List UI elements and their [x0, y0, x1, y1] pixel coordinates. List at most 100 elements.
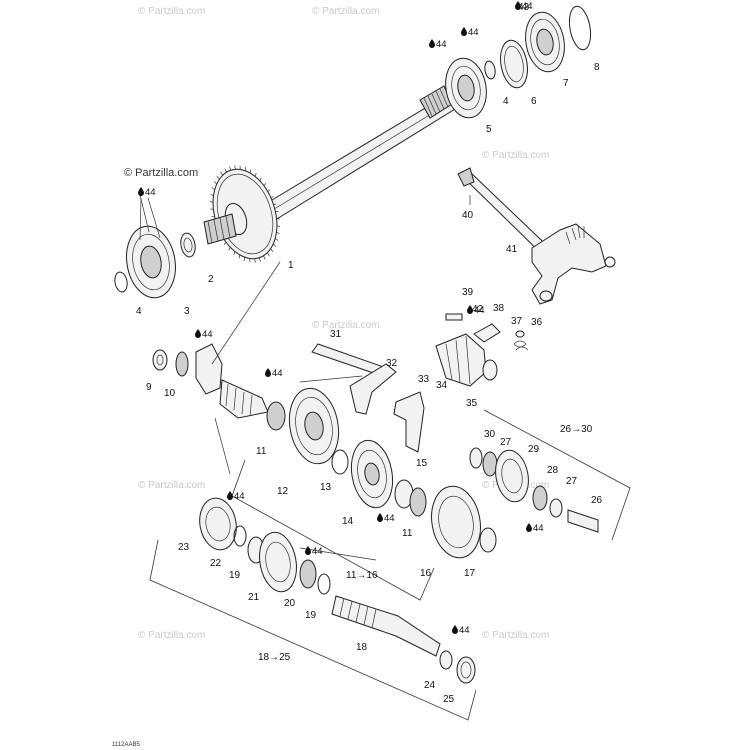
- part-number-36: 36: [531, 317, 543, 328]
- part-number-25: 25: [443, 694, 455, 705]
- washer: [180, 232, 196, 258]
- shift-forks-group: [311, 343, 425, 453]
- part-number-10: 10: [164, 388, 176, 399]
- spacer: [175, 351, 189, 377]
- shift-fork: [349, 363, 397, 415]
- watermark: © Partzilla.com: [482, 150, 549, 161]
- washer: [549, 498, 563, 518]
- part-number-28: 28: [547, 465, 559, 476]
- part-number-9: 9: [146, 382, 152, 393]
- group-range-label: 26→30: [560, 424, 593, 435]
- part-number-33: 33: [418, 374, 430, 385]
- spacer: [484, 60, 496, 80]
- lube-drop-icon: 44: [227, 491, 245, 502]
- leader-lines: [139, 194, 471, 475]
- needle-bearing: [266, 401, 286, 431]
- seal: [500, 39, 528, 89]
- part-number-15: 15: [416, 458, 428, 469]
- part-number-23: 23: [178, 542, 190, 553]
- part-number-17: 17: [464, 568, 476, 579]
- part-number-13: 13: [320, 482, 332, 493]
- watermark-main: © Partzilla.com: [124, 167, 198, 179]
- part-number-22: 22: [210, 558, 222, 569]
- part-number-27: 27: [566, 476, 578, 487]
- lube-spec: 44: [533, 523, 544, 534]
- part-number-30: 30: [484, 429, 496, 440]
- part-number-20: 20: [284, 598, 296, 609]
- part-number-31: 31: [330, 329, 342, 340]
- washer: [482, 359, 498, 381]
- lube-spec: 44: [312, 546, 323, 557]
- shift-drum: [435, 333, 487, 387]
- part-number-42: 42: [472, 304, 484, 315]
- part-number-32: 32: [386, 358, 398, 369]
- lube-spec: 44: [436, 39, 447, 50]
- part-number-38: 38: [493, 303, 505, 314]
- drive-shaft-assembly: [203, 85, 461, 263]
- drawing-code: 1112AAB5: [112, 742, 140, 748]
- part-number-14: 14: [342, 516, 354, 527]
- shift-lever: [531, 223, 607, 305]
- washer: [439, 650, 453, 670]
- pinion-gear: [195, 343, 223, 395]
- lube-drop-icon: 44: [452, 625, 470, 636]
- circlip: [568, 5, 592, 51]
- main-shaft-group: [219, 379, 497, 559]
- pinion-group: [152, 343, 223, 395]
- part-number-26: 26: [591, 495, 603, 506]
- gear: [259, 531, 297, 593]
- group-range-label: 11→16: [346, 570, 378, 581]
- counter-shaft: [567, 509, 599, 533]
- part-number-7: 7: [563, 78, 569, 89]
- part-number-34: 34: [436, 380, 448, 391]
- washer: [479, 527, 497, 553]
- lube-spec: 44: [459, 625, 470, 636]
- lube-drop-icon: 44: [429, 39, 447, 50]
- part-number-16: 16: [420, 568, 432, 579]
- lube-drop-icon: 44: [526, 523, 544, 534]
- lube-drop-icon: 44: [265, 368, 283, 379]
- part-number-43: 43: [518, 2, 530, 13]
- shift-drum-group: [435, 313, 529, 387]
- part-number-41: 41: [506, 244, 518, 255]
- lubrication-marks: 44 44 44 44 44 44 44 44 44 44 44 44: [138, 1, 544, 636]
- watermark: © Partzilla.com: [482, 630, 549, 641]
- lube-spec: 44: [202, 329, 213, 340]
- part-number-27: 27: [500, 437, 512, 448]
- part-number-19: 19: [229, 570, 241, 581]
- part-number-29: 29: [528, 444, 540, 455]
- part-number-39: 39: [462, 287, 474, 298]
- part-number-5: 5: [486, 124, 492, 135]
- part-number-4: 4: [503, 96, 509, 107]
- lube-spec: 44: [272, 368, 283, 379]
- needle-bearing: [299, 559, 317, 589]
- counter-group: [469, 447, 599, 533]
- circlip: [317, 573, 331, 595]
- washer: [469, 447, 483, 469]
- lube-drop-icon: 44: [461, 27, 479, 38]
- main-shaft: [219, 379, 269, 419]
- lube-drop-icon: 44: [138, 187, 156, 198]
- circlip: [233, 525, 247, 547]
- watermark: © Partzilla.com: [138, 480, 205, 491]
- left-bearing-group: [114, 197, 196, 299]
- part-number-1: 1: [288, 260, 294, 271]
- watermark: © Partzilla.com: [312, 6, 379, 17]
- part-number-18: 18: [356, 642, 368, 653]
- part-number-40: 40: [462, 210, 474, 221]
- lube-spec: 44: [474, 305, 485, 316]
- part-number-8: 8: [594, 62, 600, 73]
- lube-spec: 44: [468, 27, 479, 38]
- lube-drop-icon: 44: [515, 1, 533, 12]
- part-number-6: 6: [531, 96, 537, 107]
- part-number-2: 2: [208, 274, 214, 285]
- watermark: © Partzilla.com: [138, 6, 205, 17]
- washer: [152, 349, 168, 371]
- needle-bearing: [482, 451, 498, 477]
- lube-drop-icon: 44: [377, 513, 395, 524]
- lube-spec: 44: [234, 491, 245, 502]
- needle-bearing: [532, 485, 548, 511]
- part-number-37: 37: [511, 316, 523, 327]
